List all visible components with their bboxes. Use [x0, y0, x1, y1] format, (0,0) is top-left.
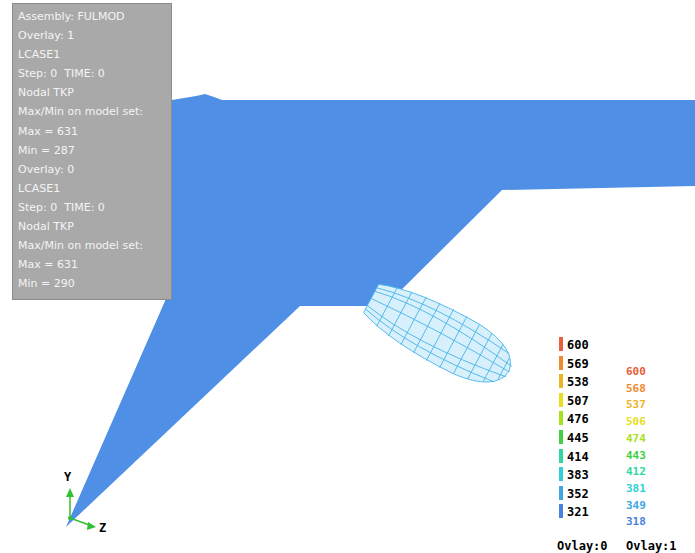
legend-swatch: [559, 411, 563, 425]
legend-swatch: [559, 337, 563, 351]
info-line: LCASE1: [18, 179, 167, 198]
info-line: Assembly: FULMOD: [18, 7, 167, 26]
legend-swatch: [559, 374, 563, 388]
legend-value: 538: [567, 375, 589, 389]
info-line: Max/Min on model set:: [18, 236, 167, 255]
overlay-value: 506: [626, 415, 646, 429]
overlay-label: Ovlay:1: [626, 539, 677, 553]
legend-value: 321: [567, 505, 589, 519]
info-panel: Assembly: FULMODOverlay: 1LCASE1Step: 0 …: [12, 3, 172, 300]
overlay-value: 443: [626, 449, 646, 463]
legend-value: 507: [567, 394, 589, 408]
legend-value: 383: [567, 468, 589, 482]
info-line: LCASE1: [18, 45, 167, 64]
info-line: Nodal TKP: [18, 83, 167, 102]
legend-swatch: [559, 486, 563, 500]
legend-swatch: [559, 467, 563, 481]
overlay-value: 600: [626, 365, 646, 379]
info-line: Overlay: 0: [18, 160, 167, 179]
overlay-value: 381: [626, 482, 646, 496]
legend-value: 414: [567, 450, 589, 464]
info-line: Min = 287: [18, 141, 167, 160]
legend-swatch: [559, 449, 563, 463]
axis-triad: [66, 488, 96, 530]
info-line: Max/Min on model set:: [18, 102, 167, 121]
info-line: Nodal TKP: [18, 217, 167, 236]
overlay-label: Ovlay:0: [557, 539, 608, 553]
overlay-value: 474: [626, 432, 646, 446]
legend-value: 352: [567, 487, 589, 501]
info-line: Min = 290: [18, 274, 167, 293]
nacelle-mesh: [358, 273, 523, 397]
overlay-value: 568: [626, 382, 646, 396]
axis-label: Z: [99, 521, 106, 535]
overlay-value: 318: [626, 515, 646, 529]
legend-swatch: [559, 356, 563, 370]
legend-swatch: [559, 504, 563, 518]
overlay-value: 349: [626, 499, 646, 513]
legend-swatch: [559, 430, 563, 444]
info-line: Step: 0 TIME: 0: [18, 64, 167, 83]
legend-value: 569: [567, 357, 589, 371]
info-line: Overlay: 1: [18, 26, 167, 45]
info-line: Max = 631: [18, 255, 167, 274]
legend-swatch: [559, 393, 563, 407]
legend-value: 476: [567, 412, 589, 426]
legend-value: 600: [567, 338, 589, 352]
info-line: Max = 631: [18, 122, 167, 141]
legend-value: 445: [567, 431, 589, 445]
overlay-value: 537: [626, 398, 646, 412]
info-line: Step: 0 TIME: 0: [18, 198, 167, 217]
overlay-value: 412: [626, 465, 646, 479]
axis-label: Y: [64, 470, 71, 484]
